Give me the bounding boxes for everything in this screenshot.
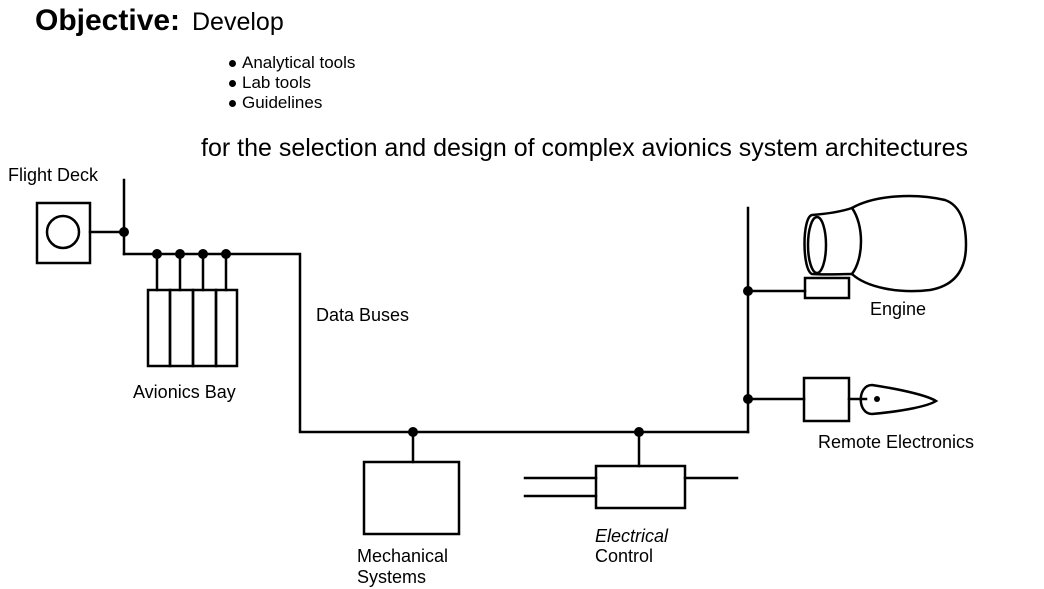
- electrical-control-label-line1: Electrical: [595, 526, 669, 546]
- junction-remote: [743, 394, 753, 404]
- junction-flight-deck: [119, 227, 129, 237]
- junction-avionics-1: [152, 249, 162, 259]
- bullet-lab-tools: Lab tools: [229, 73, 355, 93]
- electrical-control-box: [594, 464, 687, 510]
- control-surface-pivot: [874, 396, 880, 402]
- engine-controller-box: [803, 276, 851, 300]
- junction-avionics-4: [221, 249, 231, 259]
- avionics-unit-4: [214, 288, 239, 368]
- engine-icon: [803, 194, 968, 293]
- data-buses-label: Data Buses: [316, 305, 410, 325]
- engine-label: Engine: [870, 299, 927, 319]
- avionics-unit-1: [146, 288, 172, 368]
- purpose-text: for the selection and design of complex …: [201, 134, 969, 162]
- junction-mechanical: [408, 427, 418, 437]
- remote-electronics-label: Remote Electronics: [818, 432, 975, 452]
- mechanical-systems-label-line1: Mechanical: [357, 546, 449, 566]
- mechanical-systems-box: [362, 460, 461, 536]
- objective-bullet-list: Analytical tools Lab tools Guidelines: [229, 53, 355, 113]
- flight-deck-screen-icon: [45, 214, 81, 250]
- junction-avionics-3: [198, 249, 208, 259]
- flight-deck-display: [35, 201, 92, 265]
- remote-electronics-box: [802, 376, 851, 423]
- flight-deck-label: Flight Deck: [8, 165, 99, 185]
- avionics-unit-3: [191, 288, 218, 368]
- electrical-control-label-line2: Control: [595, 546, 654, 566]
- bullet-guidelines: Guidelines: [229, 93, 355, 113]
- main-data-bus: [122, 252, 750, 434]
- bullet-analytical-tools: Analytical tools: [229, 53, 355, 73]
- objective-text: Develop: [192, 8, 284, 36]
- junction-engine: [743, 286, 753, 296]
- junction-electrical: [634, 427, 644, 437]
- objective-label: Objective:: [35, 4, 181, 37]
- mechanical-systems-label-line2: Systems: [357, 567, 427, 587]
- avionics-unit-2: [168, 288, 195, 368]
- avionics-bay-label: Avionics Bay: [133, 382, 236, 402]
- junction-avionics-2: [175, 249, 185, 259]
- control-surface-icon: [859, 383, 939, 416]
